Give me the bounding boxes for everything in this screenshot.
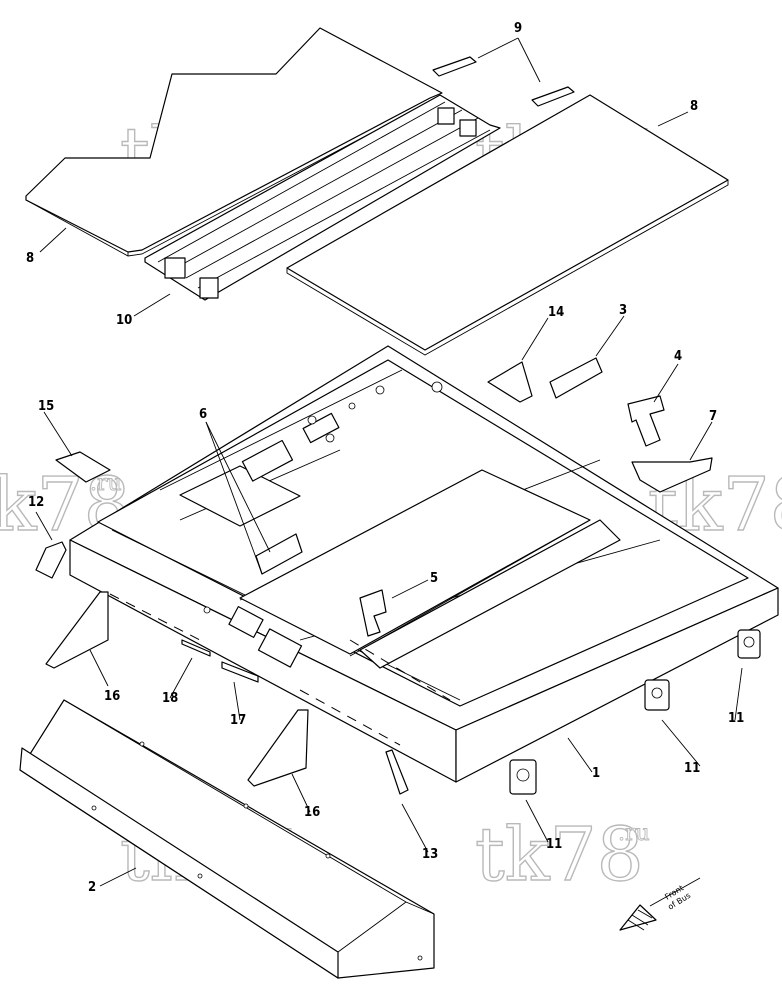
part-12-bracket (35, 541, 67, 579)
part-11-clamp-1 (737, 629, 761, 659)
callout-6: 6 (199, 407, 207, 422)
part-18-strip (181, 639, 211, 657)
part-3-plate (549, 357, 603, 399)
callout-16-b: 16 (304, 805, 320, 820)
part-14-bracket (487, 361, 533, 403)
svg-text:tk78: tk78 (475, 812, 644, 898)
part-16-leg-left (45, 591, 109, 669)
callout-17: 17 (230, 713, 246, 728)
callout-7: 7 (709, 409, 717, 424)
callout-9: 9 (514, 21, 522, 36)
callout-13: 13 (422, 847, 438, 862)
callout-5: 5 (430, 571, 438, 586)
part-16-leg-center (247, 709, 309, 787)
callout-1: 1 (592, 766, 600, 781)
callout-8-left: 8 (26, 251, 34, 266)
part-15-plate (55, 451, 111, 483)
callout-labels: 1 2 3 4 5 6 7 8 8 9 10 11 11 11 12 13 14… (26, 21, 744, 895)
callout-8-right: 8 (690, 99, 698, 114)
part-8-right-panel (286, 94, 729, 356)
part-2-cover (19, 699, 435, 979)
callout-16-a: 16 (104, 689, 120, 704)
leader-lines (35, 37, 743, 887)
part-7-bracket (631, 457, 713, 493)
callout-3: 3 (619, 303, 627, 318)
callout-11-b: 11 (684, 761, 700, 776)
callout-4: 4 (674, 349, 682, 364)
part-10-center-frame (144, 94, 501, 301)
part-11-clamp-2 (644, 679, 670, 711)
callout-11-a: 11 (728, 711, 744, 726)
callout-10: 10 (116, 313, 132, 328)
part-8-left-panel (25, 27, 443, 257)
part-13-bracket (385, 749, 409, 795)
svg-text:.ru: .ru (618, 821, 650, 846)
callout-18: 18 (162, 691, 178, 706)
watermark-bottom-right: tk78 .ru (474, 811, 650, 898)
callout-11-c: 11 (546, 837, 562, 852)
part-9-brackets (432, 56, 575, 107)
callout-2: 2 (88, 880, 96, 895)
part-1-main-frame (69, 345, 779, 783)
part-5-plate (359, 589, 387, 637)
direction-arrow-icon (619, 904, 657, 931)
callout-14: 14 (548, 305, 564, 320)
callout-12: 12 (28, 495, 44, 510)
part-4-plate (627, 395, 665, 447)
part-17-strip (221, 661, 259, 683)
callout-15: 15 (38, 399, 54, 414)
part-11-clamp-3 (509, 759, 537, 795)
